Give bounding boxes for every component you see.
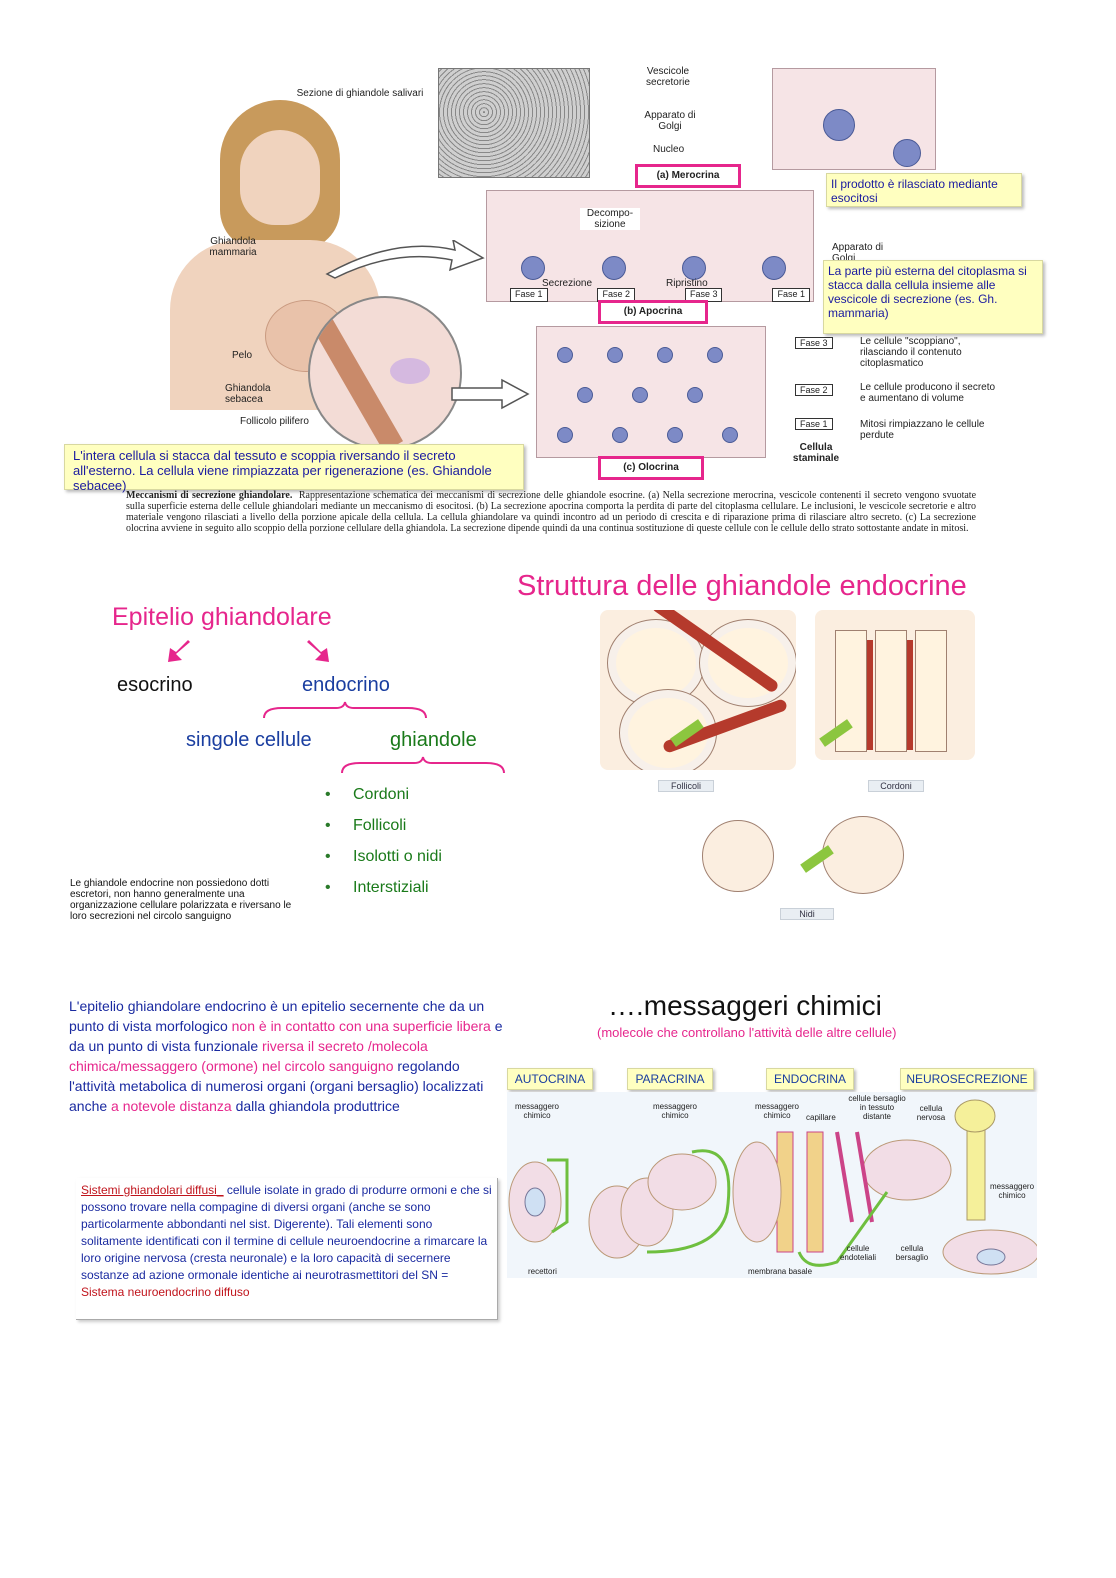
cords-illustration	[815, 610, 975, 760]
label-endothelial: cellule endoteliali	[839, 1244, 877, 1262]
diffuse-box: Sistemi ghiandolari diffusi_ cellule iso…	[76, 1178, 498, 1320]
label-stem: Cellula staminale	[792, 442, 840, 464]
caption-cords: Cordoni	[868, 780, 924, 792]
label-nucleus: Nucleo	[653, 144, 685, 155]
label-msg3: messaggero chimico	[754, 1102, 800, 1120]
endocrine-note: Le ghiandole endocrine non possiedono do…	[70, 878, 292, 922]
tag-merocrina: (a) Merocrina	[635, 164, 741, 188]
type-endocrina: ENDOCRINA	[766, 1068, 854, 1090]
phase-box: Fase 1	[510, 288, 548, 302]
diffuse-part: Sistemi ghiandolari diffusi_	[81, 1183, 224, 1197]
label-restore: Ripristino	[666, 278, 708, 289]
diffuse-part: cellule isolate in grado di produrre orm…	[81, 1183, 492, 1231]
type-neurosecrezione: NEUROSECREZIONE	[900, 1068, 1034, 1090]
ghiandole-label: ghiandole	[390, 729, 477, 751]
list-item: Cordoni	[325, 786, 525, 804]
label-membrane: membrana basale	[748, 1267, 813, 1276]
singole-label: singole cellule	[186, 729, 312, 751]
caption-title: Meccanismi di secrezione ghiandolare.	[126, 490, 293, 501]
follicles-illustration	[600, 610, 796, 770]
messengers-subtitle: (molecole che controllano l'attività del…	[597, 1025, 897, 1040]
secretion-figure: Sezione di ghiandole salivari Ghiandola …	[60, 60, 1050, 500]
apocrine-drawing	[486, 190, 814, 302]
label-mammary: Ghiandola mammaria	[209, 236, 257, 258]
apocrine-phase-row: Fase 1 Fase 2 Fase 3 Fase 1	[510, 288, 810, 302]
list-item: Follicoli	[325, 817, 525, 835]
phase3-box: Fase 3	[795, 337, 833, 349]
section2-title: Epitelio ghiandolare	[112, 603, 332, 631]
phase2-desc: Le cellule producono il secreto e aument…	[860, 382, 996, 404]
figure-caption: Meccanismi di secrezione ghiandolare. Ra…	[126, 490, 976, 534]
arrow-right-icon-2	[450, 378, 530, 410]
para-part: e da un punto di vista funzionale	[69, 1018, 503, 1054]
brace-icon	[262, 700, 428, 725]
caption-text: Rappresentazione schematica dei meccanis…	[126, 490, 977, 534]
type-paracrina: PARACRINA	[627, 1068, 713, 1090]
label-secretion: Secrezione	[542, 278, 593, 289]
structure-title: Struttura delle ghiandole endocrine	[517, 570, 967, 602]
endocrino-label: endocrino	[302, 674, 390, 696]
label-target-far: cellule bersaglio in tessuto distante	[848, 1094, 906, 1121]
para-part: dalla ghiandola produttrice	[231, 1098, 400, 1114]
hair-follicle-illustration	[308, 296, 462, 450]
arrow-left-down-icon	[166, 640, 192, 669]
label-capillary: capillare	[806, 1113, 836, 1122]
brace-icon-2	[340, 755, 506, 780]
label-golgi-2: Apparato di Golgi	[832, 242, 884, 264]
label-salivary: Sezione di ghiandole salivari	[296, 88, 424, 99]
type-autocrina: AUTOCRINA	[507, 1068, 593, 1090]
para-part: non è in contatto con una superficie lib…	[231, 1018, 491, 1034]
phase1-box: Fase 1	[795, 418, 833, 430]
label-nerve: cellula nervosa	[916, 1104, 946, 1122]
para-part: a notevole distanza	[111, 1098, 232, 1114]
nests-illustration	[690, 812, 926, 902]
label-hair: Pelo	[232, 350, 253, 361]
phase1-desc: Mitosi rimpiazzano le cellule perdute	[860, 419, 985, 441]
messenger-illustrations	[507, 1092, 1040, 1278]
messengers-title: ….messaggeri chimici	[608, 990, 882, 1021]
label-golgi: Apparato di Golgi	[644, 110, 696, 132]
label-decomposition: Decompo- sizione	[580, 208, 640, 230]
label-msg4: messaggero chimico	[990, 1182, 1035, 1200]
holocrine-drawing	[536, 326, 766, 458]
caption-nests: Nidi	[780, 908, 834, 920]
phase3-desc: Le cellule "scoppiano", rilasciando il c…	[860, 336, 962, 369]
esocrino-label: esocrino	[117, 674, 193, 696]
merocrine-drawing	[772, 68, 936, 170]
note-apocrina: La parte più esterna del citoplasma si s…	[823, 260, 1043, 334]
para-part: L'epitelio ghiandolare endocrino è un ep…	[69, 998, 485, 1034]
note-olocrina: L'intera cellula si stacca dal tessuto e…	[64, 444, 524, 493]
para-part: riversa il secreto /molecola chimica/mes…	[69, 1038, 428, 1074]
para-part: regolando l'attività metabolica di numer…	[69, 1058, 484, 1114]
label-vesicles: Vescicole secretorie	[646, 66, 690, 88]
diffuse-part: Sistema neuroendocrino diffuso	[81, 1285, 250, 1299]
arrow-right-icon	[325, 238, 485, 279]
arrow-right-down-icon	[305, 640, 331, 669]
label-receptors: recettori	[528, 1267, 557, 1276]
label-sebaceous: Ghiandola sebacea	[225, 383, 271, 405]
label-msg2: messaggero chimico	[652, 1102, 698, 1120]
label-msg1: messaggero chimico	[514, 1102, 560, 1120]
label-target: cellula bersaglio	[895, 1244, 929, 1262]
caption-follicles: Follicoli	[658, 780, 714, 792]
list-item: Isolotti o nidi	[325, 848, 525, 866]
phase-box: Fase 1	[772, 288, 810, 302]
label-follicle: Follicolo pilifero	[240, 416, 309, 427]
tag-apocrina: (b) Apocrina	[598, 300, 708, 324]
endocrine-types-list: Cordoni Follicoli Isolotti o nidi Inters…	[325, 786, 525, 907]
merocrine-micrograph	[438, 68, 590, 178]
note-merocrina: Il prodotto è rilasciato mediante esocit…	[826, 173, 1022, 207]
list-item: Interstiziali	[325, 879, 525, 897]
endocrine-paragraph: L'epitelio ghiandolare endocrino è un ep…	[69, 996, 509, 1116]
tag-olocrina: (c) Olocrina	[598, 456, 704, 480]
phase2-box: Fase 2	[795, 384, 833, 396]
diffuse-part: Tali elementi sono solitamente identific…	[81, 1217, 488, 1282]
